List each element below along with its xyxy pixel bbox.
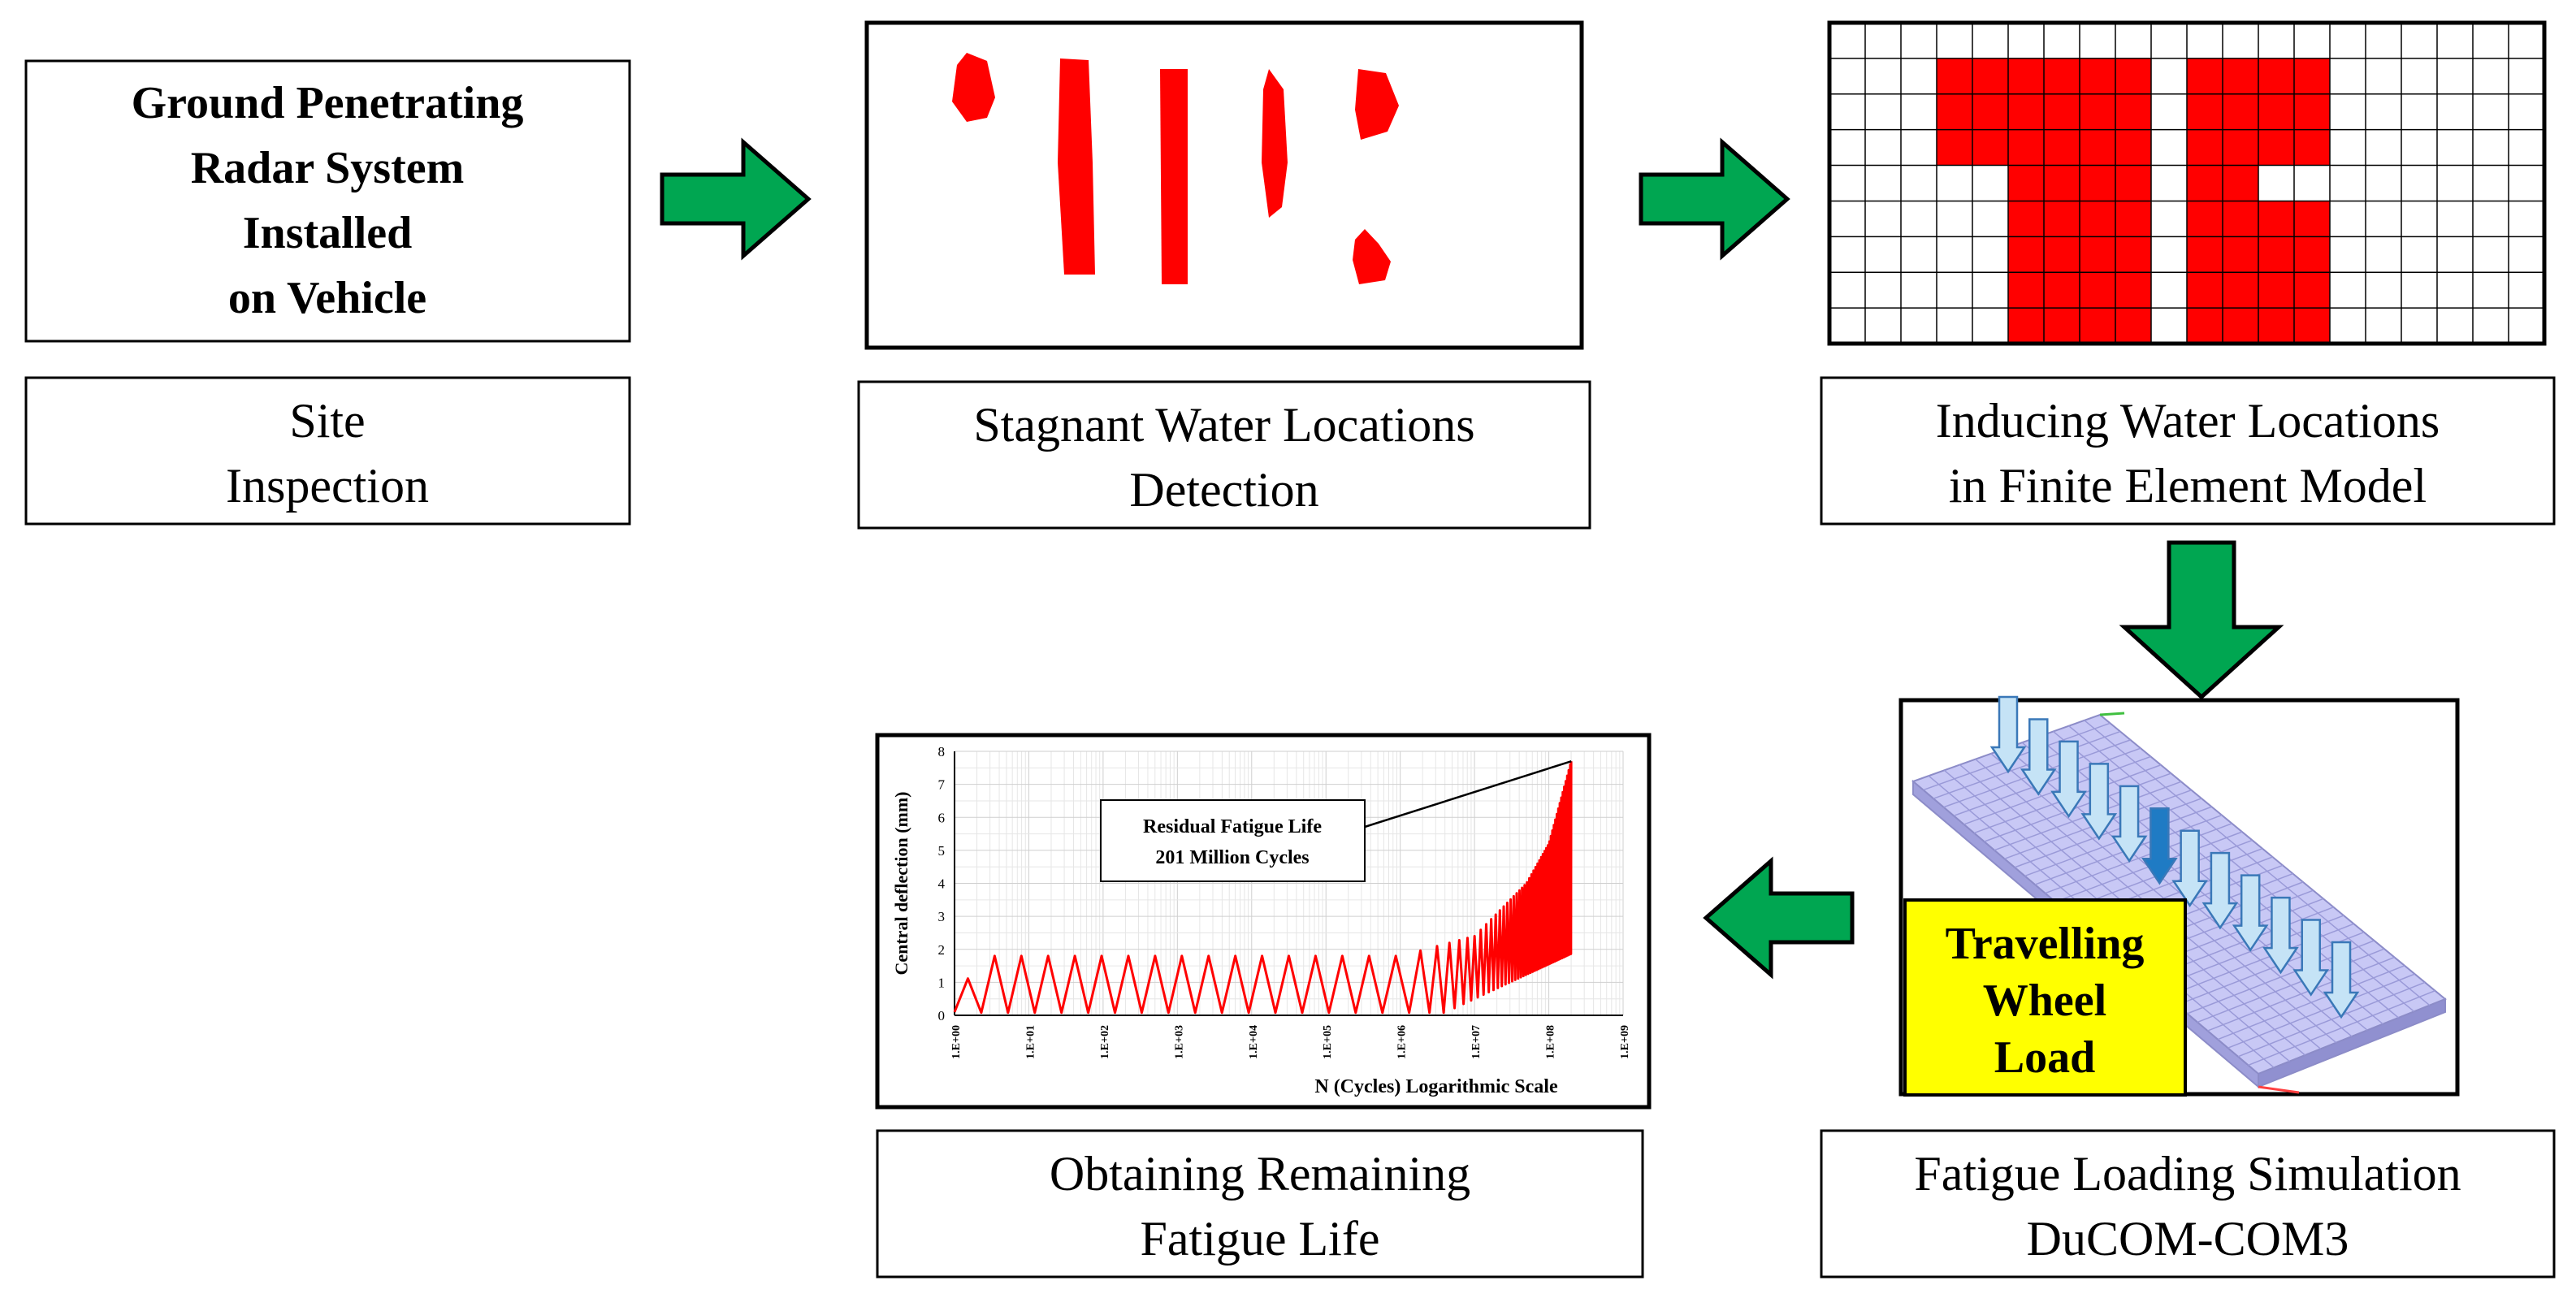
gpr-title-line-3: Installed bbox=[243, 208, 413, 258]
x-tick-label: 1.E+00 bbox=[950, 1025, 963, 1059]
y-tick-label: 6 bbox=[938, 810, 946, 825]
wheel-load-arrow-icon bbox=[2323, 941, 2360, 1019]
y-tick-label: 7 bbox=[938, 777, 946, 793]
wheel-load-line-3: Load bbox=[1994, 1032, 2096, 1083]
wheel-load-arrow-icon bbox=[2111, 785, 2148, 863]
annotation-box bbox=[1100, 799, 1366, 882]
water-spot bbox=[1160, 69, 1188, 284]
x-tick-label: 1.E+08 bbox=[1545, 1025, 1557, 1059]
water-spot bbox=[1262, 69, 1288, 218]
wheel-load-arrow-icon bbox=[2202, 851, 2239, 930]
y-tick-label: 4 bbox=[938, 876, 946, 892]
stagnant-caption-line-2: Detection bbox=[1129, 463, 1318, 517]
fe-mesh-frame bbox=[1827, 20, 2547, 346]
y-tick-label: 2 bbox=[938, 942, 946, 958]
fe-mesh-grid bbox=[1829, 23, 2544, 344]
wheel-load-arrow-icon bbox=[2020, 718, 2057, 796]
wheel-load-arrow-icon bbox=[2050, 740, 2087, 819]
y-tick-label: 8 bbox=[938, 744, 946, 759]
fatigue-sim-caption-line-1: Fatigue Loading Simulation bbox=[1914, 1147, 2461, 1201]
site-inspection-box bbox=[24, 376, 631, 526]
x-tick-label: 1.E+06 bbox=[1396, 1025, 1409, 1059]
stagnant-caption-box bbox=[857, 380, 1591, 530]
water-spot bbox=[1353, 229, 1391, 284]
annotation-text: 201 Million Cycles bbox=[1155, 847, 1309, 868]
wheel-load-arrow-icon bbox=[2232, 874, 2269, 952]
annotation-text: Residual Fatigue Life bbox=[1143, 816, 1322, 837]
wheel-load-line-2: Wheel bbox=[1983, 976, 2106, 1026]
wheel-load-arrows bbox=[1989, 695, 2360, 1019]
site-caption-line-2: Inspection bbox=[226, 459, 429, 513]
water-spot bbox=[952, 53, 995, 122]
x-tick-label: 1.E+07 bbox=[1470, 1025, 1483, 1059]
y-tick-label: 0 bbox=[938, 1008, 946, 1023]
water-spot bbox=[1355, 69, 1399, 140]
water-spot bbox=[1058, 58, 1095, 275]
stagnant-caption-line-1: Stagnant Water Locations bbox=[973, 398, 1474, 452]
x-tick-label: 1.E+04 bbox=[1248, 1025, 1260, 1059]
fatigue-sim-caption-line-2: DuCOM-COM3 bbox=[2027, 1212, 2349, 1266]
wheel-load-arrow-icon bbox=[1989, 695, 2027, 774]
deflection-curve bbox=[953, 761, 1573, 1015]
remaining-caption-box bbox=[876, 1129, 1644, 1279]
remaining-caption-line-1: Obtaining Remaining bbox=[1050, 1147, 1470, 1201]
y-axis-label: Central deflection (mm) bbox=[891, 791, 911, 975]
remaining-caption-line-2: Fatigue Life bbox=[1141, 1212, 1380, 1266]
wheel-load-arrow-icon bbox=[2141, 807, 2178, 885]
y-tick-label: 5 bbox=[938, 843, 946, 859]
fatigue-sim-caption-box bbox=[1820, 1129, 2556, 1279]
annotation-leader bbox=[1364, 759, 1572, 829]
y-tick-label: 3 bbox=[938, 909, 946, 924]
gpr-title-line-4: on Vehicle bbox=[228, 273, 426, 323]
gpr-title-line-2: Radar System bbox=[191, 143, 465, 193]
wheel-load-line-1: Travelling bbox=[1946, 919, 2145, 969]
x-axis-label: N (Cycles) Logarithmic Scale bbox=[1314, 1076, 1558, 1097]
x-tick-label: 1.E+03 bbox=[1173, 1025, 1185, 1059]
inducing-caption-box bbox=[1820, 376, 2556, 526]
inducing-caption-line-2: in Finite Element Model bbox=[1949, 459, 2427, 513]
x-tick-label: 1.E+09 bbox=[1619, 1025, 1631, 1059]
wheel-load-arrow-icon bbox=[2080, 763, 2118, 841]
right-arrow-icon bbox=[660, 137, 812, 261]
wheel-load-arrow-icon bbox=[2292, 919, 2330, 997]
left-arrow-icon bbox=[1703, 856, 1855, 980]
water-spots bbox=[952, 53, 1399, 284]
right-arrow-icon bbox=[1639, 137, 1790, 261]
wheel-load-arrow-icon bbox=[2171, 829, 2208, 907]
gpr-title-line-1: Ground Penetrating bbox=[132, 78, 524, 128]
y-tick-label: 1 bbox=[938, 975, 946, 990]
x-tick-label: 1.E+05 bbox=[1322, 1025, 1334, 1059]
x-tick-label: 1.E+01 bbox=[1024, 1025, 1037, 1059]
wheel-load-label-box bbox=[1903, 898, 2187, 1097]
wheel-load-arrow-icon bbox=[2262, 896, 2299, 975]
site-caption-line-1: Site bbox=[289, 394, 365, 448]
x-tick-label: 1.E+02 bbox=[1099, 1025, 1111, 1059]
down-arrow-icon bbox=[2119, 540, 2284, 700]
inducing-caption-line-1: Inducing Water Locations bbox=[1936, 394, 2440, 448]
deflection-chart: 0 1 2 3 4 5 6 7 8 1.E+00 1.E+01 1.E+02 1.E+03 1.E+04 1… bbox=[891, 744, 1631, 1097]
gpr-box bbox=[24, 59, 631, 343]
